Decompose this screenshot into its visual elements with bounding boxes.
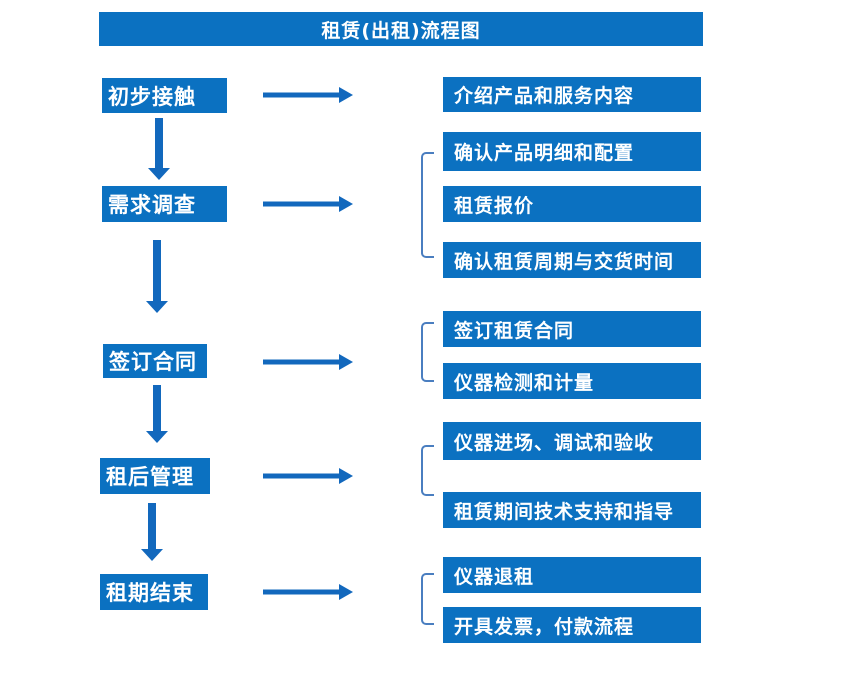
arrow-right-icon <box>263 196 353 212</box>
detail-box-sign-rental-contract: 签订租赁合同 <box>443 311 701 347</box>
group-bracket-demand-survey <box>421 152 434 258</box>
detail-box-confirm-period-delivery: 确认租赁周期与交货时间 <box>443 242 701 278</box>
detail-box-confirm-product-config: 确认产品明细和配置 <box>443 132 701 171</box>
arrow-right-icon <box>263 354 353 370</box>
step-box-rental-end: 租期结束 <box>100 574 208 610</box>
detail-box-instrument-test-metering: 仪器检测和计量 <box>443 363 701 399</box>
group-bracket-post-rental <box>421 445 434 496</box>
detail-box-instrument-setup-acceptance: 仪器进场、调试和验收 <box>443 422 701 460</box>
arrow-down-icon <box>141 503 163 561</box>
detail-box-introduce-products: 介绍产品和服务内容 <box>443 77 701 112</box>
detail-box-tech-support: 租赁期间技术支持和指导 <box>443 492 701 528</box>
arrow-down-icon <box>146 385 168 443</box>
detail-box-instrument-return: 仪器退租 <box>443 557 701 593</box>
arrow-down-icon <box>148 118 170 180</box>
step-box-post-rental-management: 租后管理 <box>100 458 210 494</box>
detail-box-rental-quotation: 租赁报价 <box>443 186 701 222</box>
step-box-demand-survey: 需求调查 <box>102 186 227 222</box>
arrow-right-icon <box>263 87 353 103</box>
detail-box-invoice-payment: 开具发票，付款流程 <box>443 607 701 643</box>
arrow-down-icon <box>146 240 168 313</box>
group-bracket-rental-end <box>421 573 434 625</box>
arrow-right-icon <box>263 468 353 484</box>
group-bracket-sign-contract <box>421 322 434 382</box>
diagram-title: 租赁(出租)流程图 <box>99 12 703 46</box>
step-box-initial-contact: 初步接触 <box>102 78 227 113</box>
step-box-sign-contract: 签订合同 <box>103 344 207 378</box>
arrow-right-icon <box>263 584 353 600</box>
